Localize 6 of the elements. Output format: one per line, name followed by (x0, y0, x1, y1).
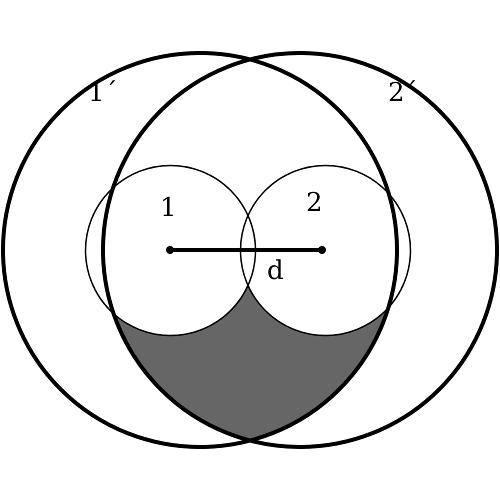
circle-label: 2 (306, 190, 323, 216)
circle-label: 2´ (388, 80, 418, 106)
dimension-label: d (267, 258, 284, 284)
small-circle (84, 164, 256, 336)
circle-label: 1 (160, 195, 177, 221)
small-circle (238, 164, 412, 336)
